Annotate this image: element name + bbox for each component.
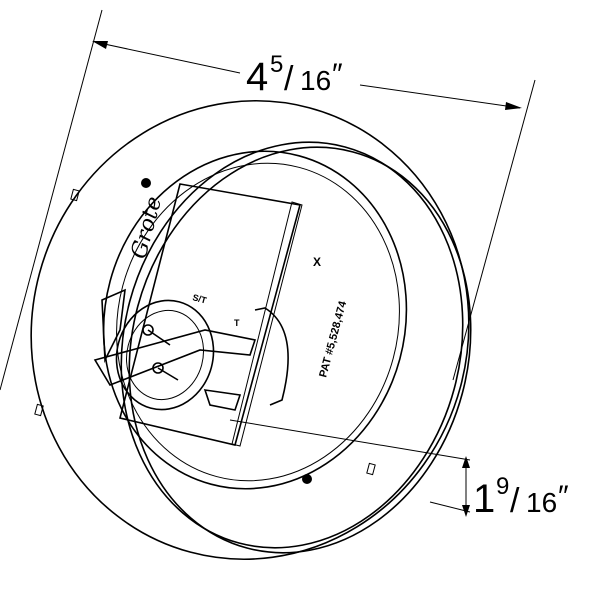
extension-line-left — [0, 9, 103, 391]
depth-extension-bottom — [429, 501, 471, 513]
svg-text:9: 9 — [496, 473, 509, 500]
flange-tab — [366, 462, 376, 476]
connector-housing — [93, 183, 303, 447]
terminal-pins — [142, 324, 179, 381]
housing-rim-mid — [120, 141, 464, 549]
svg-text:4: 4 — [246, 55, 268, 99]
housing-back-rim — [128, 146, 472, 554]
width-dimension-line — [92, 41, 522, 110]
x-mark: X — [313, 255, 321, 269]
flange-tab — [34, 403, 44, 417]
svg-text:16: 16 — [526, 487, 557, 518]
socket-ring — [115, 299, 215, 411]
mounting-flange — [30, 99, 470, 561]
svg-text:″: ″ — [558, 480, 569, 513]
svg-text:/: / — [510, 482, 520, 520]
extension-line-right — [452, 79, 536, 381]
flange-tab — [70, 188, 80, 202]
width-dimension-label: 4 5 / 16 ″ — [246, 51, 343, 99]
svg-text:″: ″ — [332, 58, 343, 91]
patent-number: PAT #5,528,474 — [317, 299, 349, 379]
svg-text:5: 5 — [270, 51, 283, 78]
screw-hole — [302, 474, 312, 484]
st-mark: S/T — [191, 292, 208, 305]
t-mark: T — [234, 318, 240, 328]
screw-hole — [141, 178, 151, 188]
depth-dimension-label: 1 9 / 16 ″ — [473, 473, 569, 521]
svg-text:16: 16 — [300, 65, 331, 96]
depth-extension-top — [229, 419, 471, 461]
svg-text:/: / — [284, 60, 294, 98]
depth-dimension-line — [462, 456, 470, 517]
lens-inner-ring — [116, 162, 400, 482]
lens-face — [102, 150, 408, 490]
svg-text:1: 1 — [473, 477, 495, 521]
retaining-clip — [93, 329, 257, 386]
